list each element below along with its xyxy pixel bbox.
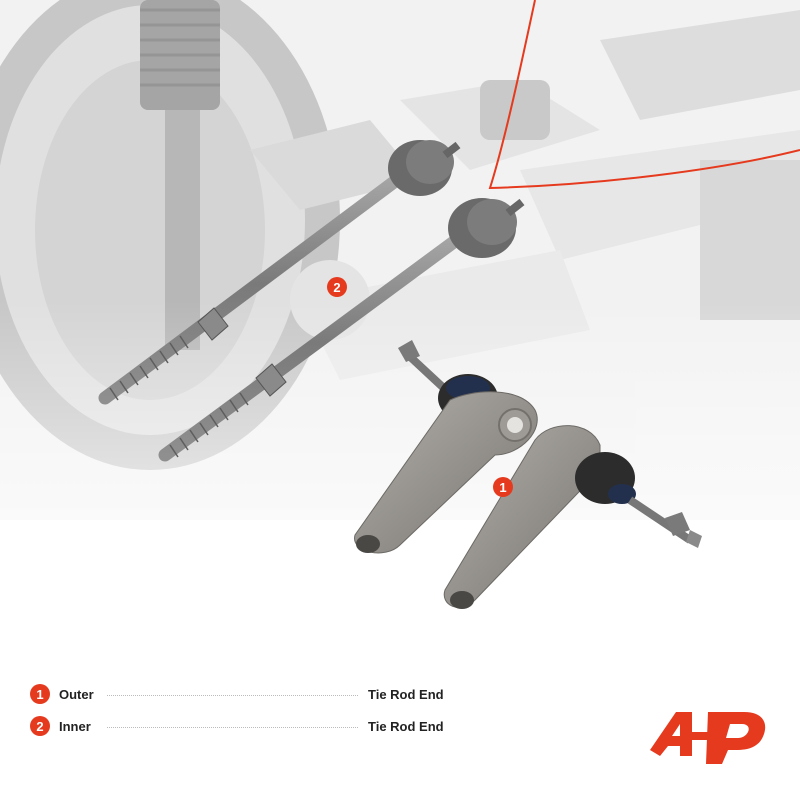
inner-tie-rod-upper <box>98 140 461 405</box>
legend-row-inner: 2 Inner Tie Rod End <box>30 710 450 742</box>
brand-logo-icon <box>650 708 774 768</box>
callout-number-outer: 1 <box>499 480 506 495</box>
legend-badge-inner: 2 <box>30 716 50 736</box>
parts-legend: 1 Outer Tie Rod End 2 Inner Tie Rod End <box>30 678 450 742</box>
outer-tie-rod-end-left <box>354 340 538 554</box>
legend-badge-outer: 1 <box>30 684 50 704</box>
product-photo: 1 2 <box>0 0 800 660</box>
legend-value-outer: Tie Rod End <box>368 686 444 702</box>
callout-number-inner: 2 <box>333 280 340 295</box>
outer-tie-rod-end-right <box>443 425 702 609</box>
legend-label-outer: Outer <box>59 686 94 702</box>
callout-badge-outer: 1 <box>493 477 513 497</box>
legend-label-inner: Inner <box>59 718 91 734</box>
legend-leader-line <box>107 694 358 696</box>
photo-scene: 1 2 <box>0 0 800 660</box>
accent-curve <box>488 0 800 190</box>
legend-leader-line <box>107 726 358 728</box>
legend-value-inner: Tie Rod End <box>368 718 444 734</box>
inner-tie-rod-lower <box>158 198 525 462</box>
callout-badge-inner: 2 <box>327 277 347 297</box>
legend-row-outer: 1 Outer Tie Rod End <box>30 678 450 710</box>
